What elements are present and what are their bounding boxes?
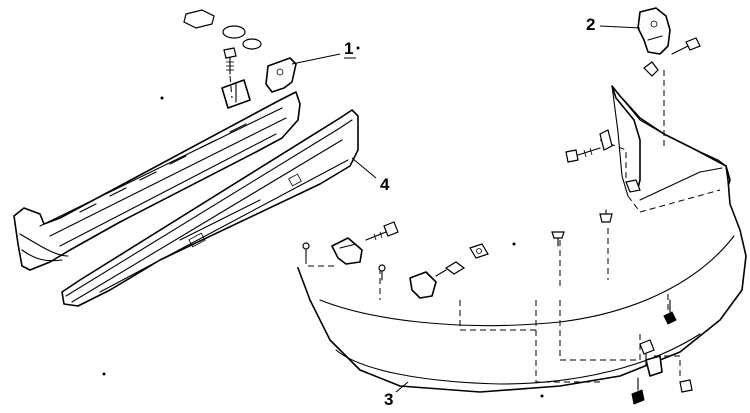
cover-cap-large (183, 9, 215, 29)
callout-label-2: 2 (586, 15, 595, 34)
side-bracket (637, 7, 671, 55)
clip-caps-group (183, 9, 262, 99)
callout-label-1: 1 (344, 39, 353, 58)
fastener-pin-center (435, 261, 466, 277)
mount-clip-left (331, 237, 363, 265)
bolt-top-left (223, 47, 237, 75)
callout-label-4: 4 (380, 175, 390, 194)
cover-cap-round-a (222, 25, 246, 39)
dot-1 (356, 46, 360, 50)
push-clip-center (551, 231, 565, 247)
push-clip-right (599, 209, 613, 223)
rear-bumper-cover (297, 85, 747, 393)
dot-4 (540, 394, 544, 398)
callout-2: 2 (586, 15, 641, 34)
callout-3: 3 (384, 381, 409, 409)
dot-2 (512, 242, 516, 246)
screw-small-mid (378, 264, 386, 281)
screw-small-left (302, 242, 310, 259)
retainer-clip-upper (599, 129, 613, 151)
dot-5 (102, 372, 106, 376)
retainer-lower-right (625, 179, 641, 193)
bolt-center-left (365, 221, 399, 241)
front-bumper-fascia (61, 109, 359, 307)
bolt-lower-right-d (679, 379, 693, 393)
callout-4: 4 (351, 157, 390, 194)
bolt-lower-right-c (631, 377, 645, 405)
bolt-lower-right-a (663, 299, 677, 325)
rear-bumper-reinforcement (13, 57, 301, 271)
callout-label-3: 3 (384, 390, 393, 409)
cover-cap-round-b (242, 38, 262, 50)
grommet-center (469, 243, 489, 259)
bolt-bracket (671, 37, 701, 55)
dot-3 (160, 96, 164, 100)
callout-1: 1 (291, 39, 356, 65)
clip-lower-right (645, 355, 663, 377)
bolt-side-upper (565, 147, 601, 163)
bracket-center (409, 271, 437, 299)
clip-nut-bracket (643, 61, 659, 77)
